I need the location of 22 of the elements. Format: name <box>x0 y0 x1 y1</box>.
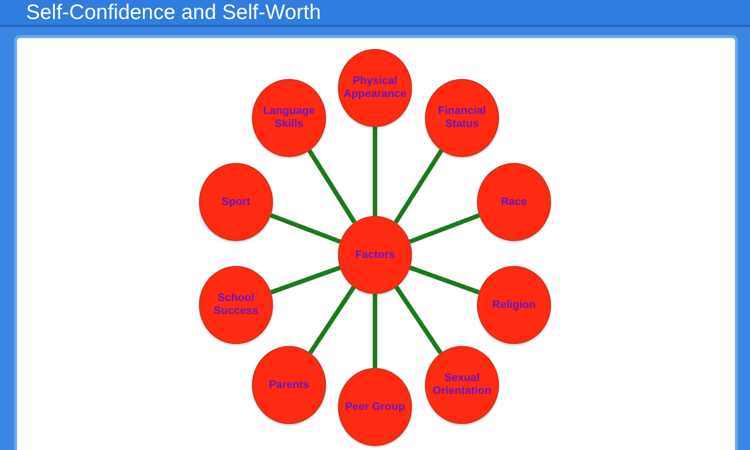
connector-line <box>270 213 341 244</box>
connector-line <box>409 265 480 295</box>
factor-label: Sport <box>220 196 252 208</box>
factor-label: Religion <box>491 298 537 312</box>
connector-line <box>394 286 443 354</box>
connector-line <box>394 149 444 224</box>
factor-label: Financial Status <box>437 105 487 131</box>
factor-label: Parents <box>268 378 310 392</box>
connector-line <box>372 127 378 216</box>
factor-label: Language Skills <box>262 105 316 131</box>
connector-line <box>308 286 356 354</box>
factor-label: Race <box>500 196 528 208</box>
connector-line <box>308 149 356 224</box>
factor-label: School Success <box>212 292 260 318</box>
factor-label: Sexual Orientation <box>432 372 492 398</box>
diagram-title: Self-Confidence and Self-Worth <box>26 2 321 23</box>
connector-line <box>270 265 341 295</box>
factor-label: Factors <box>354 248 396 262</box>
factor-label: Peer Group <box>344 400 406 414</box>
connector-line <box>409 213 480 244</box>
factor-label: Physical Appearance <box>342 75 408 101</box>
connector-line <box>372 294 378 368</box>
